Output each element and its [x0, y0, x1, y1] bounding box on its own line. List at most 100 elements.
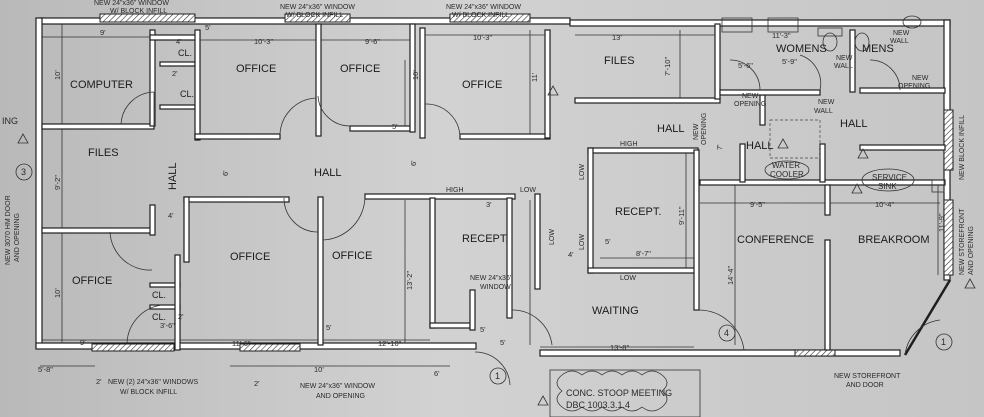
- dim-label: 5': [500, 338, 506, 347]
- note-new-wall-2: NEW: [836, 55, 853, 62]
- dim-label: 6': [221, 170, 230, 176]
- door-tag-1: [489, 367, 507, 385]
- dimension-labels: 9' 4' 5' 10'-3" 9'-6" 10'-3" 13' 11'-3" …: [38, 23, 946, 388]
- room-label-waiting: WAITING: [592, 305, 639, 317]
- dim-label: 9'-6": [365, 37, 380, 46]
- note-new-opening-2: NEW: [912, 75, 929, 82]
- note-window-bottom-2b: AND OPENING: [316, 393, 365, 400]
- room-label-hall-right-1: HALL: [657, 123, 685, 135]
- toilet-icon: [822, 32, 838, 52]
- note-window-bottom-1b: W/ BLOCK INFILL: [120, 389, 177, 396]
- note-new-wall-3: NEW: [893, 30, 910, 37]
- tag-numbers: 3 1 4 1: [21, 167, 946, 381]
- room-label-womens: WOMENS: [776, 43, 827, 55]
- tag-number: 3: [21, 167, 26, 177]
- dim-label: 6': [434, 369, 440, 378]
- note-right-storefront: NEW STOREFRONT: [959, 208, 966, 275]
- dim-label: 7': [715, 144, 724, 150]
- room-label-closet-4: CL.: [152, 312, 166, 322]
- dimension-lines: [40, 24, 940, 367]
- note-service-sink-b: SINK: [878, 182, 897, 191]
- service-sink-icon: [861, 168, 915, 192]
- note-right-block: NEW BLOCK INFILL: [959, 115, 966, 180]
- note-new-wall-2b: WALL: [834, 63, 853, 70]
- note-new-wall-3b: WALL: [890, 38, 909, 45]
- dim-label: 13'-2": [405, 271, 414, 290]
- note-right-storefront-b: AND OPENING: [968, 226, 975, 275]
- note-door-left: NEW 3070 HM DOOR: [5, 195, 12, 265]
- note-water-cooler-b: COOLER: [770, 170, 804, 179]
- room-label-hall-left: HALL: [167, 162, 179, 190]
- interior-walls: [41, 23, 946, 351]
- dim-label: 5': [205, 23, 211, 32]
- room-label-office-top-2: OFFICE: [340, 63, 380, 75]
- door-tag-4: [718, 324, 736, 342]
- room-label-hall-right-2: HALL: [746, 140, 774, 152]
- dim-label: 11'-3": [772, 31, 791, 40]
- tag-number: 1: [941, 337, 946, 347]
- drawing-notes: NEW 24"x36" WINDOW W/ BLOCK INFILL NEW 2…: [2, 0, 975, 410]
- dim-label: 5'-9": [782, 57, 797, 66]
- dim-label: 9'-2": [53, 175, 62, 190]
- dim-label: 11': [530, 72, 539, 82]
- note-window-recept-b: WINDOW: [480, 284, 511, 291]
- note-window-top-3: NEW 24"x36" WINDOW: [446, 4, 521, 11]
- sink-icon: [902, 15, 922, 29]
- room-label-office-bottom-left: OFFICE: [72, 275, 112, 287]
- room-label-conference: CONFERENCE: [737, 234, 814, 246]
- note-storefront-bottom-b: AND DOOR: [846, 382, 884, 389]
- door-tag-1b: [935, 333, 953, 351]
- room-label-office-top-1: OFFICE: [236, 63, 276, 75]
- dim-label: 10': [53, 288, 62, 298]
- dim-label: 10'-3": [473, 33, 492, 42]
- dim-label: 10'-4": [875, 200, 894, 209]
- dim-label: 5'-6": [738, 61, 753, 70]
- dim-label: 14'-4": [726, 266, 735, 285]
- dim-label: 13'-8": [610, 343, 629, 352]
- door-swings: [109, 54, 941, 386]
- dim-label: 5': [605, 237, 611, 246]
- note-new-wall-1b: WALL: [814, 108, 833, 115]
- warning-triangle-icon: [537, 395, 549, 406]
- note-window-bottom-2: NEW 24"x36" WINDOW: [300, 383, 375, 390]
- note-window-top-1b: W/ BLOCK INFILL: [110, 8, 167, 15]
- room-label-recept-1: RECEPT.: [462, 233, 508, 245]
- dim-label: 11'-9": [937, 213, 946, 232]
- note-new-opening-3b: OPENING: [701, 113, 708, 145]
- room-label-breakroom: BREAKROOM: [858, 234, 930, 246]
- dim-label: 10'-3": [254, 37, 273, 46]
- note-new-opening-3: NEW: [693, 123, 700, 140]
- room-labels: COMPUTER FILES OFFICE OFFICE OFFICE FILE…: [70, 43, 930, 322]
- note-storefront-bottom: NEW STOREFRONT: [834, 373, 901, 380]
- dim-label: 11'-6": [232, 339, 251, 348]
- note-door-left-b: AND OPENING: [14, 213, 21, 262]
- note-high-1: HIGH: [446, 187, 464, 194]
- dim-label: 2': [172, 69, 178, 78]
- dim-label: 2': [254, 379, 260, 388]
- door-tags: [15, 85, 976, 406]
- note-new-wall-1: NEW: [818, 99, 835, 106]
- note-stoop-b: DBC 1003.3.1.4: [566, 400, 630, 410]
- stoop-note-cloud: [556, 370, 668, 412]
- note-low-1: LOW: [520, 187, 536, 194]
- dim-label: 5'-8": [38, 365, 53, 374]
- dim-label: 2': [178, 312, 184, 321]
- room-label-closet-1: CL.: [178, 48, 192, 58]
- dim-label: 10': [314, 365, 324, 374]
- dim-label: 5': [326, 323, 332, 332]
- note-low-2: LOW: [620, 275, 636, 282]
- note-window-recept: NEW 24"x36": [470, 275, 513, 282]
- note-window-top-1: NEW 24"x36" WINDOW: [94, 0, 169, 7]
- note-ing: ING: [2, 116, 18, 126]
- dim-label: 4': [176, 37, 182, 46]
- dim-label: 9'-11": [677, 206, 686, 225]
- block-infill-hatches: [91, 13, 954, 357]
- dim-label: 5': [392, 122, 398, 131]
- dim-label: 2': [96, 377, 102, 386]
- dim-label: 4': [168, 211, 174, 220]
- tag-number: 4: [724, 328, 729, 338]
- room-label-closet-3: CL.: [152, 290, 166, 300]
- dim-label: 10': [53, 70, 62, 80]
- dim-label: 6': [409, 160, 418, 166]
- room-label-office-top-3: OFFICE: [462, 79, 502, 91]
